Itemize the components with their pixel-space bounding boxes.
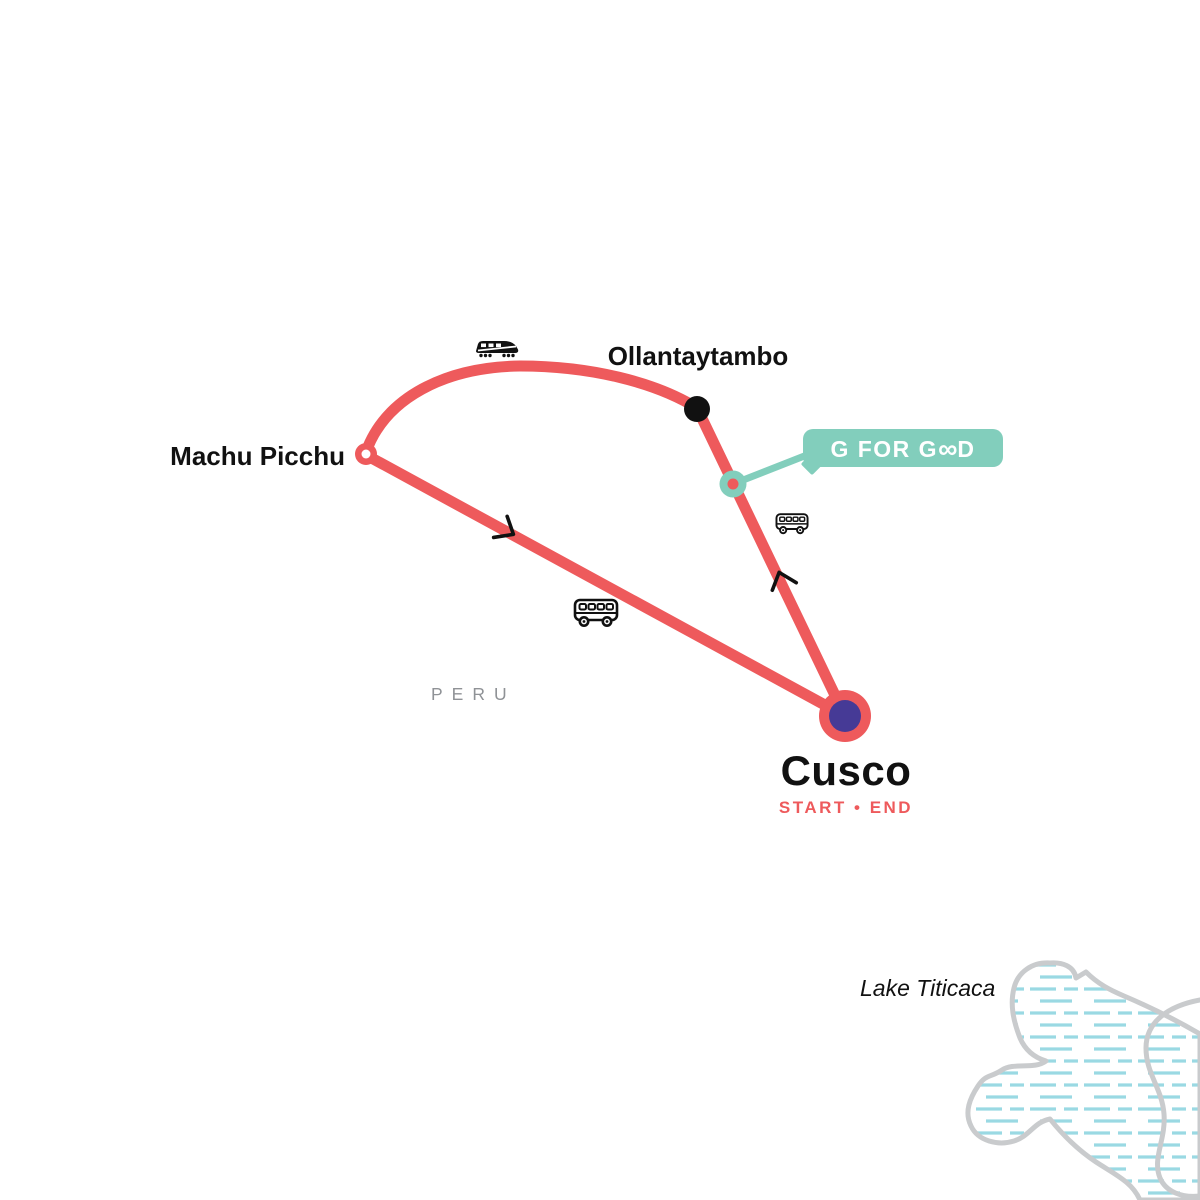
route-segment-machupicchu-cusco bbox=[360, 449, 851, 722]
badge-label-part: D bbox=[957, 436, 976, 462]
lake-titicaca-label: Lake Titicaca bbox=[860, 975, 996, 1001]
bus-icon bbox=[775, 513, 809, 535]
direction-chevron bbox=[770, 570, 799, 593]
bus-icon bbox=[573, 598, 619, 628]
ollantaytambo-marker bbox=[684, 396, 710, 422]
machu-picchu-label: Machu Picchu bbox=[170, 441, 345, 471]
badge-label-part: G FOR G bbox=[830, 436, 939, 462]
direction-chevron bbox=[491, 514, 516, 540]
tour-route bbox=[360, 360, 851, 722]
start-end-label: START • END bbox=[778, 798, 914, 817]
lake-titicaca-shape bbox=[965, 960, 1200, 1200]
infinity-glyph: ∞ bbox=[938, 433, 958, 464]
route-segment-ollantaytambo-machupicchu bbox=[360, 360, 703, 458]
lake-shore-arc bbox=[1143, 997, 1200, 1199]
route-segment-cusco-ollantaytambo bbox=[691, 402, 851, 722]
ollantaytambo-label: Ollantaytambo bbox=[607, 341, 789, 371]
g-for-good-badge: G FOR G∞D bbox=[800, 429, 1003, 476]
cusco-marker bbox=[819, 690, 871, 742]
train-icon bbox=[476, 341, 519, 358]
badge-label: G FOR G∞D bbox=[830, 432, 975, 464]
g-for-good-marker bbox=[719, 449, 816, 498]
country-label: PERU bbox=[431, 684, 516, 704]
cusco-label: Cusco bbox=[780, 747, 912, 794]
machu-picchu-marker bbox=[355, 443, 377, 465]
